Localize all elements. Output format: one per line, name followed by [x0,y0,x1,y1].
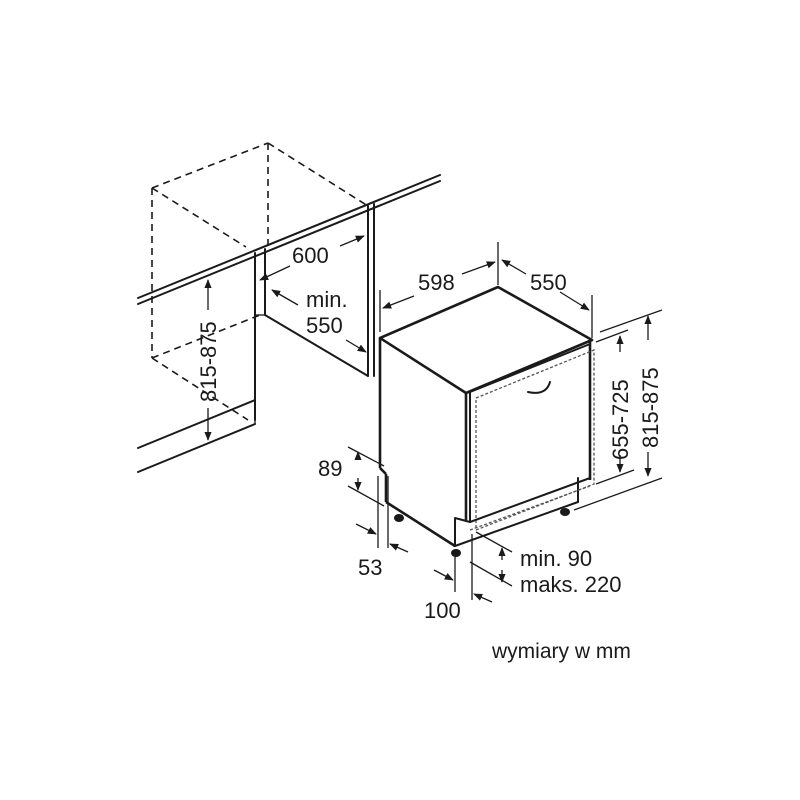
niche-depth-label-min: min. [306,287,348,312]
appliance-height-dimension: 815-875 [573,309,663,511]
appliance-height-label: 815-875 [638,367,663,448]
plinth-height-dimension: 89 [318,446,385,507]
appliance-depth-dimension: 550 [501,259,593,338]
toe-kick-label-min: min. 90 [520,546,592,571]
installation-niche [137,142,441,473]
dishwasher-body [378,285,595,557]
units-caption: wymiary w mm [492,640,631,663]
appliance-depth-label: 550 [530,270,567,295]
plinth-setback-dimension: 53 [355,476,409,580]
plinth-setback-label: 53 [358,555,382,580]
door-height-dimension: 655-725 [595,329,635,485]
foot-left [394,514,404,522]
toe-kick-label-max: maks. 220 [520,572,622,597]
toe-kick-dimension: min. 90 maks. 220 [469,531,622,597]
niche-depth-label-value: 550 [306,313,343,338]
door-height-label: 655-725 [608,379,633,460]
niche-height-dimension: 815-875 [196,279,221,441]
plinth-height-label: 89 [318,456,342,481]
foot-right [560,508,570,516]
niche-width-dimension: 600 [259,235,365,281]
door-gap-dimension: 100 [424,534,493,623]
door-gap-label: 100 [424,598,461,623]
niche-depth-dimension: min. 550 [271,287,367,353]
niche-width-label: 600 [292,243,329,268]
appliance-width-dimension: 598 [379,242,499,332]
appliance-width-label: 598 [418,270,455,295]
niche-height-label: 815-875 [196,321,221,402]
foot-front [451,549,461,557]
